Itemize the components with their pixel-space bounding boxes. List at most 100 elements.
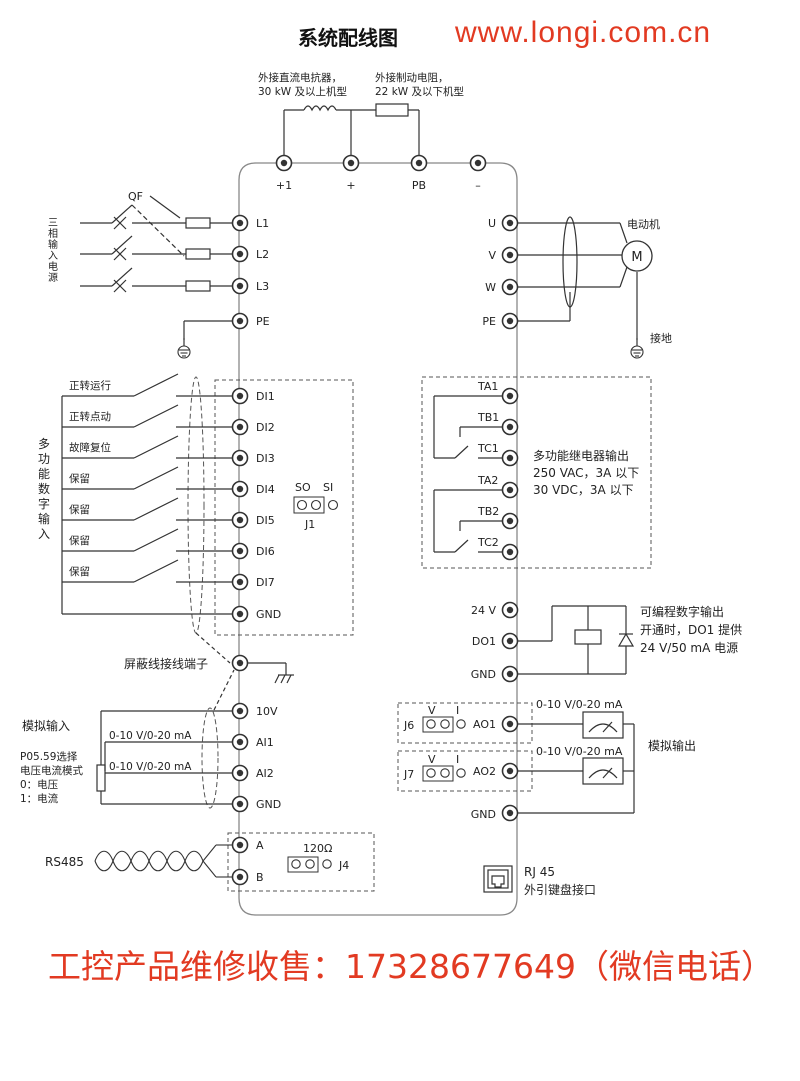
- ai-note-3: 0：电压: [20, 778, 59, 791]
- label-pe-out: PE: [482, 315, 496, 328]
- label-di: DI3: [256, 452, 275, 465]
- terminal-shield: [231, 654, 249, 672]
- label-plus1: +1: [276, 179, 292, 192]
- terminal-w: [501, 278, 519, 296]
- terminal-di: [231, 418, 249, 436]
- j1-pin-2: [310, 499, 322, 511]
- terminal-ao1: [501, 715, 519, 733]
- di-label-char: 入: [38, 527, 50, 541]
- j1-jumper: [293, 496, 325, 514]
- di-label-char: 多: [38, 437, 50, 451]
- relay-box: [421, 376, 652, 569]
- label-l2: L2: [256, 248, 269, 261]
- ao2-range: 0-10 V/0-20 mA: [536, 745, 623, 758]
- terminal-ai2: [231, 764, 249, 782]
- power-label-char: 相: [48, 227, 58, 240]
- reactor-note-1: 外接直流电抗器，: [258, 71, 342, 84]
- j7-pin-1: [426, 768, 436, 778]
- j1-pin-3: [327, 499, 339, 511]
- analog-output-label: 模拟输出: [648, 738, 696, 753]
- label-relay: TC1: [477, 442, 499, 455]
- ground-label: 接地: [650, 332, 672, 345]
- terminal-relay: [501, 418, 519, 436]
- terminal-relay: [501, 543, 519, 561]
- label-l1: L1: [256, 217, 269, 230]
- j6-name: J6: [403, 719, 414, 732]
- power-input-wiring: [80, 195, 232, 340]
- ai2-range: 0-10 V/0-20 mA: [109, 761, 192, 773]
- j7-i: I: [456, 753, 459, 766]
- terminal-plus: [342, 154, 360, 172]
- relay-desc-2: 250 VAC，3A 以下: [533, 466, 639, 480]
- rs485-twisted-pair: [94, 844, 232, 878]
- di-switch-label: 保留: [69, 534, 90, 547]
- analog-input-wiring: [96, 710, 232, 805]
- rs485-box: [227, 832, 375, 892]
- di-switch-label: 正转运行: [69, 379, 111, 392]
- drive-enclosure: [238, 162, 518, 916]
- label-di: DI7: [256, 576, 275, 589]
- j6-pin-2: [440, 719, 450, 729]
- di-label-char: 能: [38, 467, 50, 481]
- j4-pin-1: [291, 859, 301, 869]
- motor-ground-icon: [630, 337, 644, 359]
- terminal-di: [231, 480, 249, 498]
- terminal-gnd-ai: [231, 795, 249, 813]
- label-di: DI1: [256, 390, 275, 403]
- do-desc-1: 可编程数字输出: [640, 604, 724, 619]
- label-b: B: [256, 871, 264, 884]
- terminal-l2: [231, 245, 249, 263]
- label-gnd-do: GND: [471, 668, 496, 681]
- ground-icon: [177, 337, 191, 359]
- j6-pin-3: [456, 719, 466, 729]
- j7-pin-3: [456, 768, 466, 778]
- label-10v: 10V: [256, 705, 278, 718]
- j1-pin-1: [296, 499, 308, 511]
- j6-v: V: [428, 704, 436, 717]
- label-ai2: AI2: [256, 767, 274, 780]
- terminal-di: [231, 387, 249, 405]
- terminal-b: [231, 868, 249, 886]
- label-di: DI6: [256, 545, 275, 558]
- terminal-di: [231, 542, 249, 560]
- terminal-l1: [231, 214, 249, 232]
- j4-jumper: [287, 856, 319, 873]
- motor-symbol: M: [631, 250, 642, 265]
- reactor-note-2: 30 kW 及以上机型: [258, 85, 347, 98]
- di-label-char: 输: [38, 511, 50, 526]
- analog-output-wiring: [518, 711, 635, 814]
- j6-jumper: [422, 716, 454, 733]
- di-switch-row: 保留: [62, 528, 232, 552]
- terminal-v: [501, 246, 519, 264]
- j6-box: [397, 702, 533, 744]
- terminal-pb: [410, 154, 428, 172]
- label-relay: TB2: [477, 505, 499, 518]
- terminal-ao2: [501, 762, 519, 780]
- terminal-relay: [501, 481, 519, 499]
- j4-pin-3: [322, 859, 332, 869]
- dc-bus-section: [283, 103, 420, 158]
- j4-name: J4: [338, 859, 349, 872]
- di-box: [214, 379, 354, 636]
- label-ai1: AI1: [256, 736, 274, 749]
- label-l3: L3: [256, 280, 269, 293]
- label-pb: PB: [412, 179, 426, 192]
- label-24v: 24 V: [471, 604, 496, 617]
- ai-shield-ellipse: [201, 707, 219, 809]
- terminal-24v: [501, 601, 519, 619]
- terminal-relay: [501, 387, 519, 405]
- j7-jumper: [422, 765, 454, 782]
- footer-contact: 工控产品维修收售：17328677649（微信电话）: [48, 947, 774, 986]
- terminal-di: [231, 605, 249, 623]
- di-common: [61, 396, 232, 615]
- rj45-line-2: 外引键盘接口: [524, 882, 596, 897]
- do-desc-3: 24 V/50 mA 电源: [640, 641, 738, 655]
- j1-si-label: SI: [323, 481, 333, 494]
- di-label-char: 字: [38, 496, 50, 511]
- label-ao1: AO1: [473, 718, 496, 731]
- label-ao2: AO2: [473, 765, 496, 778]
- power-label-char: 入: [48, 251, 58, 262]
- power-label-char: 电: [48, 260, 58, 273]
- di-label-char: 功: [38, 452, 50, 466]
- label-w: W: [485, 281, 496, 294]
